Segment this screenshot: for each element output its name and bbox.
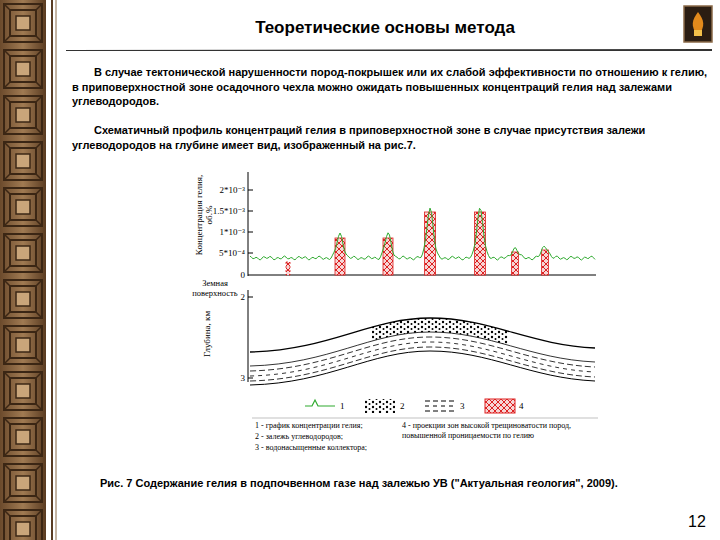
logo-frame xyxy=(684,6,712,42)
tick xyxy=(248,253,253,254)
tick xyxy=(248,211,253,212)
fracture-zone-bar xyxy=(475,212,486,275)
border-line xyxy=(56,0,57,540)
helium-curve xyxy=(250,208,595,260)
layer-line xyxy=(250,351,595,385)
legend-number: 3 xyxy=(460,401,465,412)
axis-title: Концентрация гелия, об.% xyxy=(194,167,214,263)
tick-label: 1*10⁻³ xyxy=(220,227,245,238)
body-paragraph: В случае тектонической нарушенности поро… xyxy=(72,65,712,109)
fracture-zone-bar xyxy=(286,262,290,275)
ornament-strip xyxy=(0,0,46,540)
depth-axis xyxy=(248,290,249,382)
border-line xyxy=(51,0,53,540)
tick-label: 2*10⁻³ xyxy=(220,185,245,196)
legend-text: 1 - график концентрации гелия; xyxy=(255,421,400,431)
tick-label: 3 xyxy=(241,373,246,384)
surface-label: Земная поверхность xyxy=(186,279,244,298)
tick-label: 5*10⁻⁴ xyxy=(219,248,245,259)
tick-label: 2 xyxy=(241,292,246,303)
legend-sample-hatch xyxy=(485,399,515,413)
legend-sample-line xyxy=(305,400,335,406)
legend-number: 1 xyxy=(340,401,345,412)
tick xyxy=(248,232,253,233)
legend-rule xyxy=(252,418,598,419)
tick xyxy=(248,190,253,191)
tick-label: 0 xyxy=(241,270,246,281)
body-paragraph: Схематичный профиль концентраций гелия в… xyxy=(72,123,712,152)
fracture-zone-projections xyxy=(286,212,549,275)
title-rule xyxy=(66,49,712,51)
legend-sample-dashes xyxy=(425,401,455,411)
fracture-zone-bar xyxy=(512,252,519,275)
axis-title: Глубина, км xyxy=(202,294,213,374)
legend-text: 4 - проекции зон высокой трещиноватости … xyxy=(402,421,592,441)
figure-caption: Рис. 7 Содержание гелия в подпочвенном г… xyxy=(100,476,700,490)
logo-flame xyxy=(693,12,704,36)
fracture-zone-bar xyxy=(542,250,549,275)
slide-title: Теоретические основы метода xyxy=(135,17,635,38)
tick-label: 1.5*10⁻³ xyxy=(213,206,245,217)
figure-panel xyxy=(180,152,600,462)
logo-base xyxy=(694,30,702,36)
y-axis xyxy=(248,172,249,276)
legend-number: 4 xyxy=(519,401,524,412)
tick xyxy=(248,297,253,298)
legend-number: 2 xyxy=(400,401,405,412)
aquifer-line xyxy=(250,347,595,381)
legend-text: 3 - водонасыщенные коллектора; xyxy=(255,443,400,453)
tick xyxy=(248,378,253,379)
page-number: 12 xyxy=(688,512,706,532)
legend-sample-dots xyxy=(365,399,395,413)
fracture-zone-bar xyxy=(425,212,436,275)
legend-text: 2 - залежь углеводородов; xyxy=(255,432,400,442)
